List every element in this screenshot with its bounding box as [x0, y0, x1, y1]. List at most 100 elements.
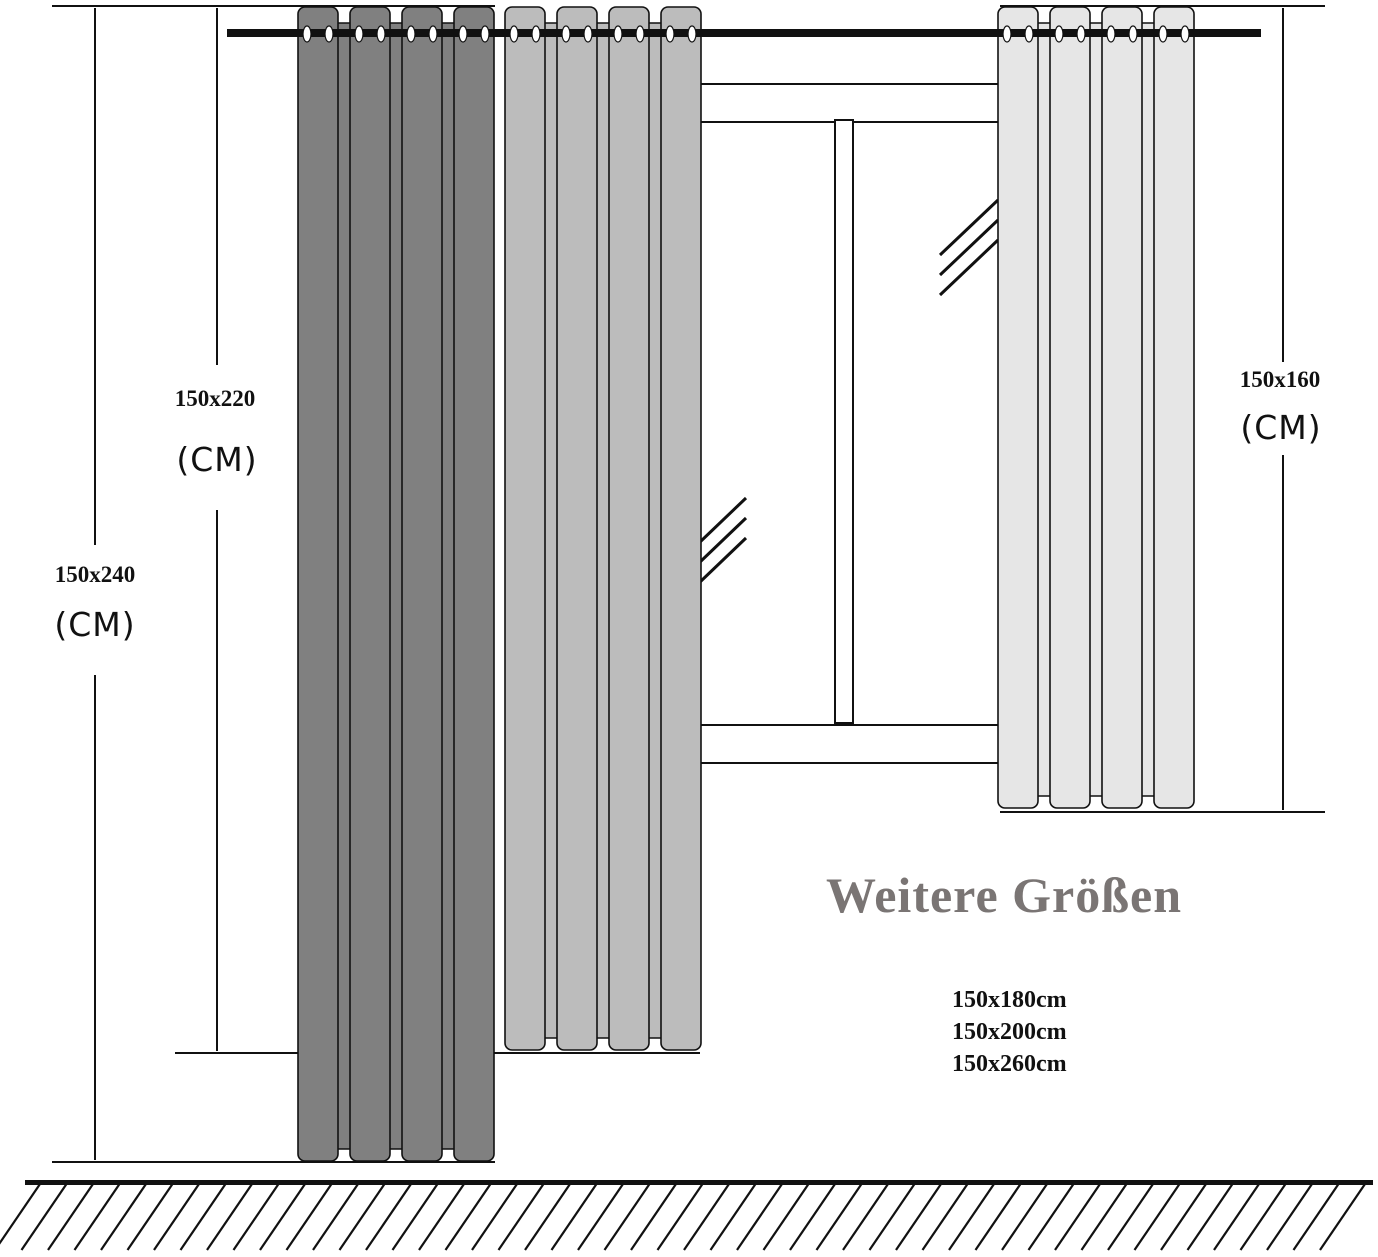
- hatch-line: [974, 1183, 1022, 1251]
- grommet: [1128, 25, 1138, 43]
- hatch-line: [550, 1183, 598, 1251]
- hatch-line: [577, 1183, 624, 1251]
- hatch-line: [789, 1183, 836, 1251]
- hatch-line: [815, 1183, 863, 1251]
- grommet: [531, 25, 541, 43]
- hatch-line: [391, 1183, 439, 1251]
- hatch-line: [232, 1183, 280, 1251]
- hatch-line: [418, 1183, 465, 1251]
- curtain-150x220: [504, 6, 702, 1051]
- hatch-line: [895, 1183, 942, 1251]
- hatch-line: [1213, 1183, 1260, 1251]
- hatch-line: [259, 1183, 306, 1251]
- hatch-line: [842, 1183, 889, 1251]
- hatch-line: [1292, 1183, 1340, 1251]
- curtain-pleat: [997, 6, 1039, 809]
- hatch-line: [1266, 1183, 1313, 1251]
- hatch-line: [285, 1183, 333, 1251]
- size-label-220: 150x220: [174, 386, 256, 411]
- hatch-line: [603, 1183, 651, 1251]
- hatch-line: [179, 1183, 227, 1251]
- hatch-line: [73, 1183, 121, 1251]
- curtain-pleat: [556, 6, 598, 1051]
- grommet: [687, 25, 697, 43]
- grommet: [665, 25, 675, 43]
- hatch-line: [630, 1183, 677, 1251]
- hatch-line: [471, 1183, 518, 1251]
- size-item: 150x180cm: [952, 987, 1067, 1013]
- hatch-line: [1080, 1183, 1128, 1251]
- curtain-pleat: [401, 6, 443, 1162]
- size-item: 150x260cm: [952, 1051, 1067, 1077]
- hatch-line: [20, 1183, 68, 1251]
- curtain-pleat: [349, 6, 391, 1162]
- hatch-line: [524, 1183, 571, 1251]
- curtain-pleat: [504, 6, 546, 1051]
- size-item: 150x200cm: [952, 1019, 1067, 1045]
- hatch-line: [1027, 1183, 1075, 1251]
- grommet: [354, 25, 364, 43]
- hatch-line: [312, 1183, 359, 1251]
- hatch-line: [1001, 1183, 1048, 1251]
- hatch-line: [1133, 1183, 1181, 1251]
- size-label-240: 150x240: [54, 562, 136, 587]
- hatch-line: [683, 1183, 730, 1251]
- hatch-line: [1107, 1183, 1154, 1251]
- unit-label-220: (CM): [176, 440, 258, 479]
- hatch-line: [47, 1183, 94, 1251]
- grommet: [302, 25, 312, 43]
- window-frame: [700, 83, 998, 764]
- size-label-160: 150x160: [1239, 367, 1321, 392]
- grommet: [561, 25, 571, 43]
- grommet: [428, 25, 438, 43]
- grommet: [1106, 25, 1116, 43]
- grommet: [583, 25, 593, 43]
- hatch-line: [921, 1183, 969, 1251]
- hatch-line: [338, 1183, 386, 1251]
- grommet: [1076, 25, 1086, 43]
- grommet: [1180, 25, 1190, 43]
- glass-reflection: [698, 198, 1000, 584]
- curtain-150x160: [997, 6, 1195, 809]
- grommet: [1054, 25, 1064, 43]
- curtain-150x240: [297, 6, 495, 1162]
- grommet: [613, 25, 623, 43]
- hatch-line: [1319, 1183, 1366, 1251]
- hatch-line: [497, 1183, 545, 1251]
- grommet: [1024, 25, 1034, 43]
- curtain-grommets: [302, 25, 1190, 43]
- grommet: [509, 25, 519, 43]
- hatch-line: [365, 1183, 412, 1251]
- grommet: [406, 25, 416, 43]
- grommet: [324, 25, 334, 43]
- curtain-rod: [227, 29, 1261, 37]
- grommet: [1158, 25, 1168, 43]
- curtain-pleat: [453, 6, 495, 1162]
- more-sizes-heading: Weitere Größen: [826, 867, 1183, 923]
- curtain-pleat: [1101, 6, 1143, 809]
- grommet: [635, 25, 645, 43]
- curtain-pleat: [1049, 6, 1091, 809]
- curtain-pleat: [608, 6, 650, 1051]
- hatch-line: [1186, 1183, 1234, 1251]
- curtain-pleat: [1153, 6, 1195, 809]
- grommet: [376, 25, 386, 43]
- floor-hatching: [0, 1183, 1366, 1251]
- hatch-line: [656, 1183, 704, 1251]
- hatch-line: [1160, 1183, 1207, 1251]
- curtain-pleat: [660, 6, 702, 1051]
- unit-label-160: (CM): [1240, 408, 1322, 447]
- hatch-line: [1239, 1183, 1287, 1251]
- hatch-line: [948, 1183, 995, 1251]
- hatch-line: [126, 1183, 174, 1251]
- measure-lines: [94, 8, 1284, 1160]
- hatch-line: [206, 1183, 253, 1251]
- grommet: [480, 25, 490, 43]
- hatch-line: [736, 1183, 783, 1251]
- unit-label-240: (CM): [54, 605, 136, 644]
- floor-line: [25, 1180, 1373, 1185]
- hatch-line: [153, 1183, 200, 1251]
- hatch-line: [762, 1183, 810, 1251]
- grommet: [458, 25, 468, 43]
